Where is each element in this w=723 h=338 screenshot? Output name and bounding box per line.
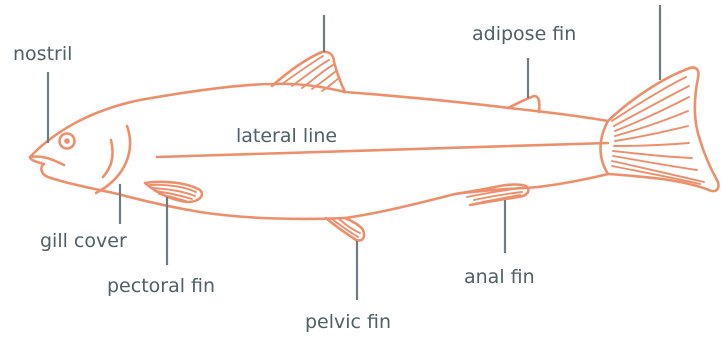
labels: nostril adipose fin lateral line gill co… [13, 23, 576, 333]
label-adipose-fin: adipose fin [472, 23, 576, 45]
pectoral-fin [145, 182, 202, 202]
fish-illustration [30, 52, 718, 241]
label-lateral-line: lateral line [236, 125, 337, 147]
pelvic-fin [326, 218, 364, 241]
gill-cover-inner [103, 140, 113, 177]
label-gill-cover: gill cover [40, 230, 127, 252]
label-nostril: nostril [13, 43, 72, 65]
anal-fin [455, 185, 528, 206]
eye-pupil [64, 138, 70, 144]
label-anal-fin: anal fin [464, 266, 535, 288]
lateral-line-stroke [157, 143, 608, 157]
caudal-fin [608, 67, 718, 191]
label-pectoral-fin: pectoral fin [107, 275, 215, 297]
leader-lines [48, 5, 660, 300]
label-pelvic-fin: pelvic fin [305, 311, 391, 333]
